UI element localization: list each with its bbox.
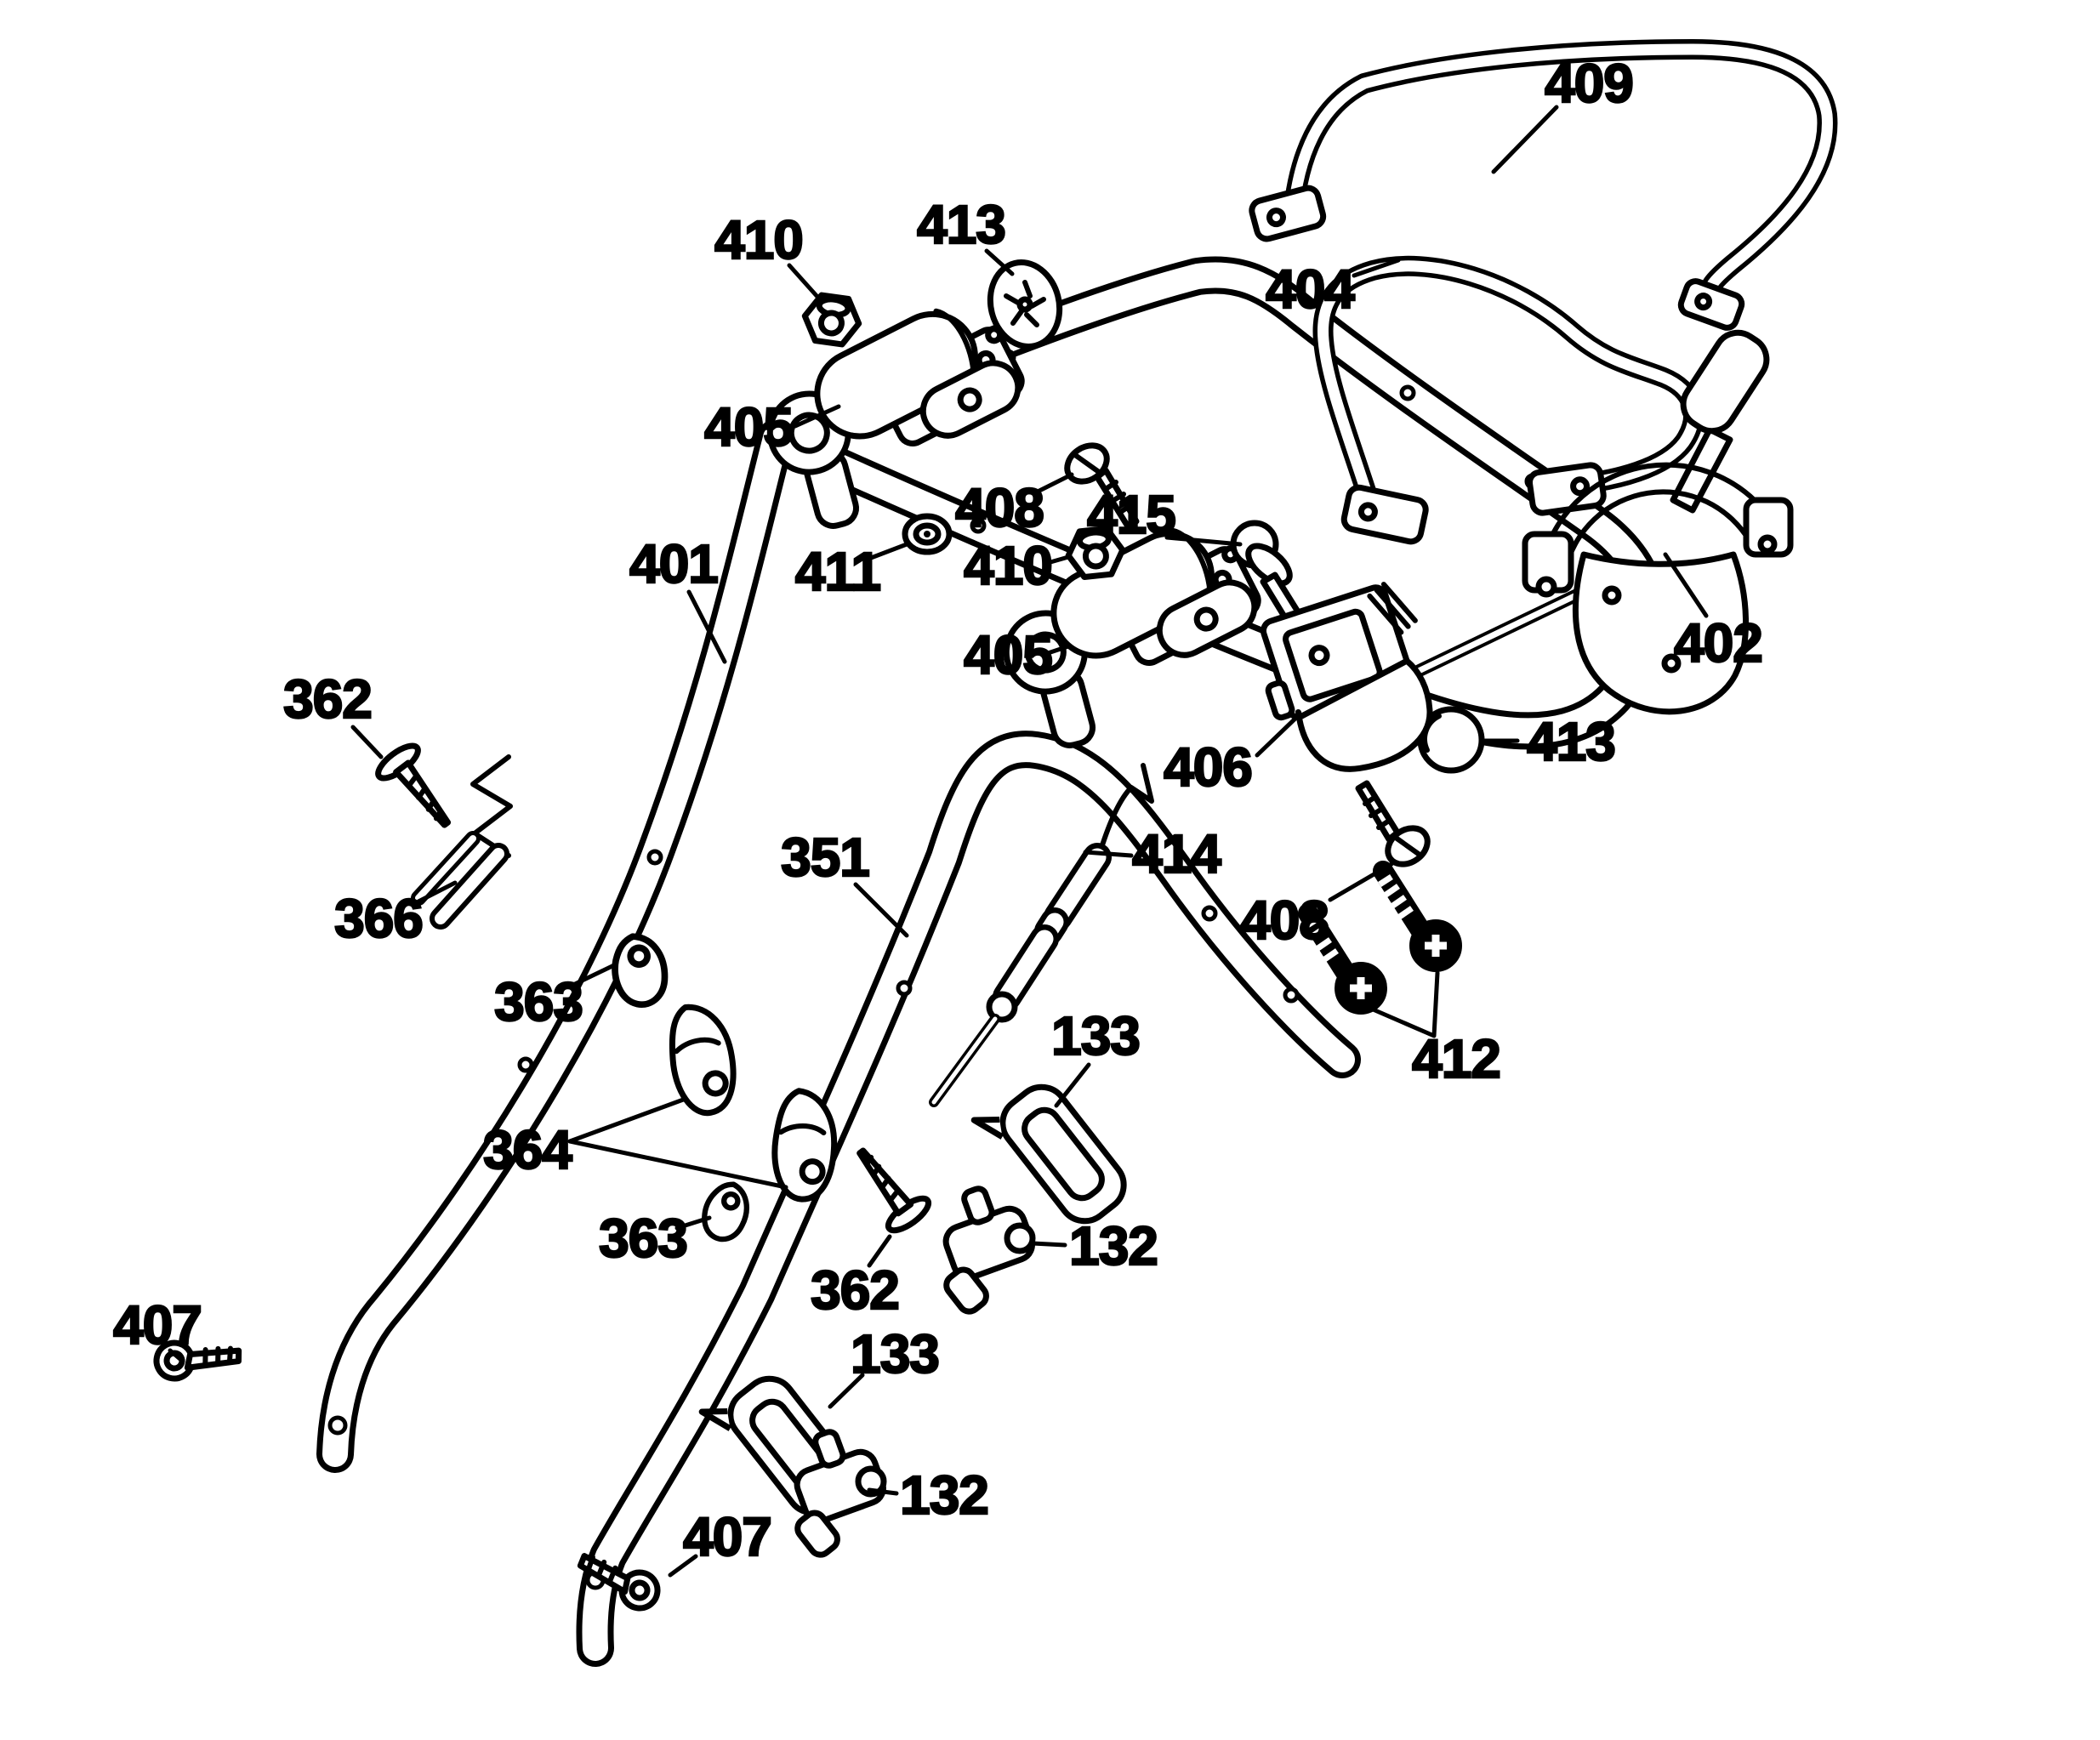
leader-line-363-lower: [674, 1215, 712, 1231]
throttle-control-402: [1522, 329, 1794, 715]
screw-408-b: [1358, 783, 1434, 872]
part-label-408-mid: 408: [1240, 890, 1329, 951]
leader-line-408-mid: [1328, 861, 1394, 902]
leader-line-406: [1255, 712, 1302, 758]
leader-line-133-lower: [828, 1373, 865, 1409]
part-label-407-bottom: 407: [683, 1506, 771, 1567]
part-label-133-upper: 133: [1051, 1005, 1140, 1066]
switch-housing-406: [1260, 582, 1433, 772]
leader-line-362-left: [350, 725, 384, 759]
leader-line-133-upper: [1054, 1062, 1091, 1108]
upper-handle-tube-401: [316, 256, 1669, 1473]
part-label-364: 364: [483, 1119, 572, 1180]
leader-line-405-top: [793, 404, 841, 429]
leader-line-415: [1164, 535, 1243, 547]
part-label-366: 366: [334, 888, 423, 949]
part-label-409: 409: [1545, 53, 1633, 114]
screw-412-b: [1380, 871, 1460, 970]
part-label-413-top: 413: [917, 194, 1005, 255]
part-label-401: 401: [629, 533, 718, 594]
part-label-362-lower: 362: [811, 1260, 899, 1321]
part-label-362-left: 362: [283, 668, 372, 730]
part-label-363-lower: 363: [599, 1208, 687, 1269]
part-label-363-upper: 363: [494, 971, 583, 1032]
part-label-407-left: 407: [113, 1294, 202, 1356]
leader-line-132-upper: [1030, 1241, 1067, 1248]
leader-lines: [168, 105, 1709, 1578]
lock-lever-366: [411, 754, 513, 930]
part-labels: 410 413 409 404 405 401 411 408 415 410 405 402 362 3…: [112, 52, 1764, 1569]
screw-362-b: [843, 1137, 933, 1236]
part-label-405-mid: 405: [964, 624, 1052, 685]
star-washer-413: [987, 259, 1063, 350]
part-label-405-top: 405: [704, 396, 793, 458]
leader-line-414: [1083, 850, 1134, 858]
leader-line-364: [567, 1096, 688, 1144]
nut-410-a: [802, 293, 862, 346]
cap-413: [1417, 706, 1485, 774]
leader-line-409: [1491, 105, 1559, 174]
part-label-404: 404: [1266, 259, 1355, 320]
leader-line-363-upper: [571, 962, 618, 987]
leader-line-404: [1352, 258, 1401, 278]
cam-lever-364-a: [656, 998, 747, 1120]
part-label-410-top: 410: [714, 209, 803, 270]
leader-line-411: [868, 542, 909, 560]
leader-line-413-top: [984, 248, 1015, 276]
part-label-410-mid: 410: [964, 535, 1052, 596]
leader-line-405-mid: [1045, 644, 1071, 656]
part-label-415: 415: [1087, 484, 1175, 545]
washer-411: [902, 513, 953, 555]
part-label-133-lower: 133: [851, 1323, 939, 1385]
leader-line-410-mid: [1042, 554, 1071, 566]
leader-line-362-lower: [867, 1234, 892, 1268]
part-label-413-right: 413: [1527, 711, 1615, 772]
screw-362-a: [373, 740, 464, 839]
leader-line-410-top: [787, 263, 821, 300]
leader-line-364-2: [567, 1139, 788, 1190]
leader-line-132-lower: [867, 1487, 899, 1496]
bail-wire-409: [1249, 39, 1838, 331]
leader-line-407-bottom: [668, 1554, 698, 1578]
part-label-411: 411: [795, 541, 880, 602]
leader-line-351: [853, 882, 909, 938]
part-label-132-lower: 132: [900, 1464, 988, 1526]
part-label-412: 412: [1412, 1028, 1500, 1089]
cable-414: [929, 763, 1154, 1107]
leader-line-401: [686, 589, 727, 664]
leader-line-408-top: [1032, 472, 1074, 496]
part-label-132-upper: 132: [1069, 1215, 1158, 1277]
clip-363-b: [700, 1180, 751, 1243]
part-label-402: 402: [1674, 612, 1762, 674]
part-label-408-top: 408: [955, 477, 1044, 538]
part-label-351: 351: [781, 827, 869, 888]
part-label-406: 406: [1164, 736, 1252, 798]
bail-wire-404: [1312, 255, 1704, 545]
leader-line-407-left: [168, 1348, 185, 1363]
part-label-414: 414: [1132, 823, 1221, 884]
leader-line-402: [1663, 552, 1709, 618]
leader-line-412: [1369, 970, 1440, 1038]
clip-132-a: [942, 1186, 1036, 1316]
leader-line-366: [416, 880, 458, 904]
